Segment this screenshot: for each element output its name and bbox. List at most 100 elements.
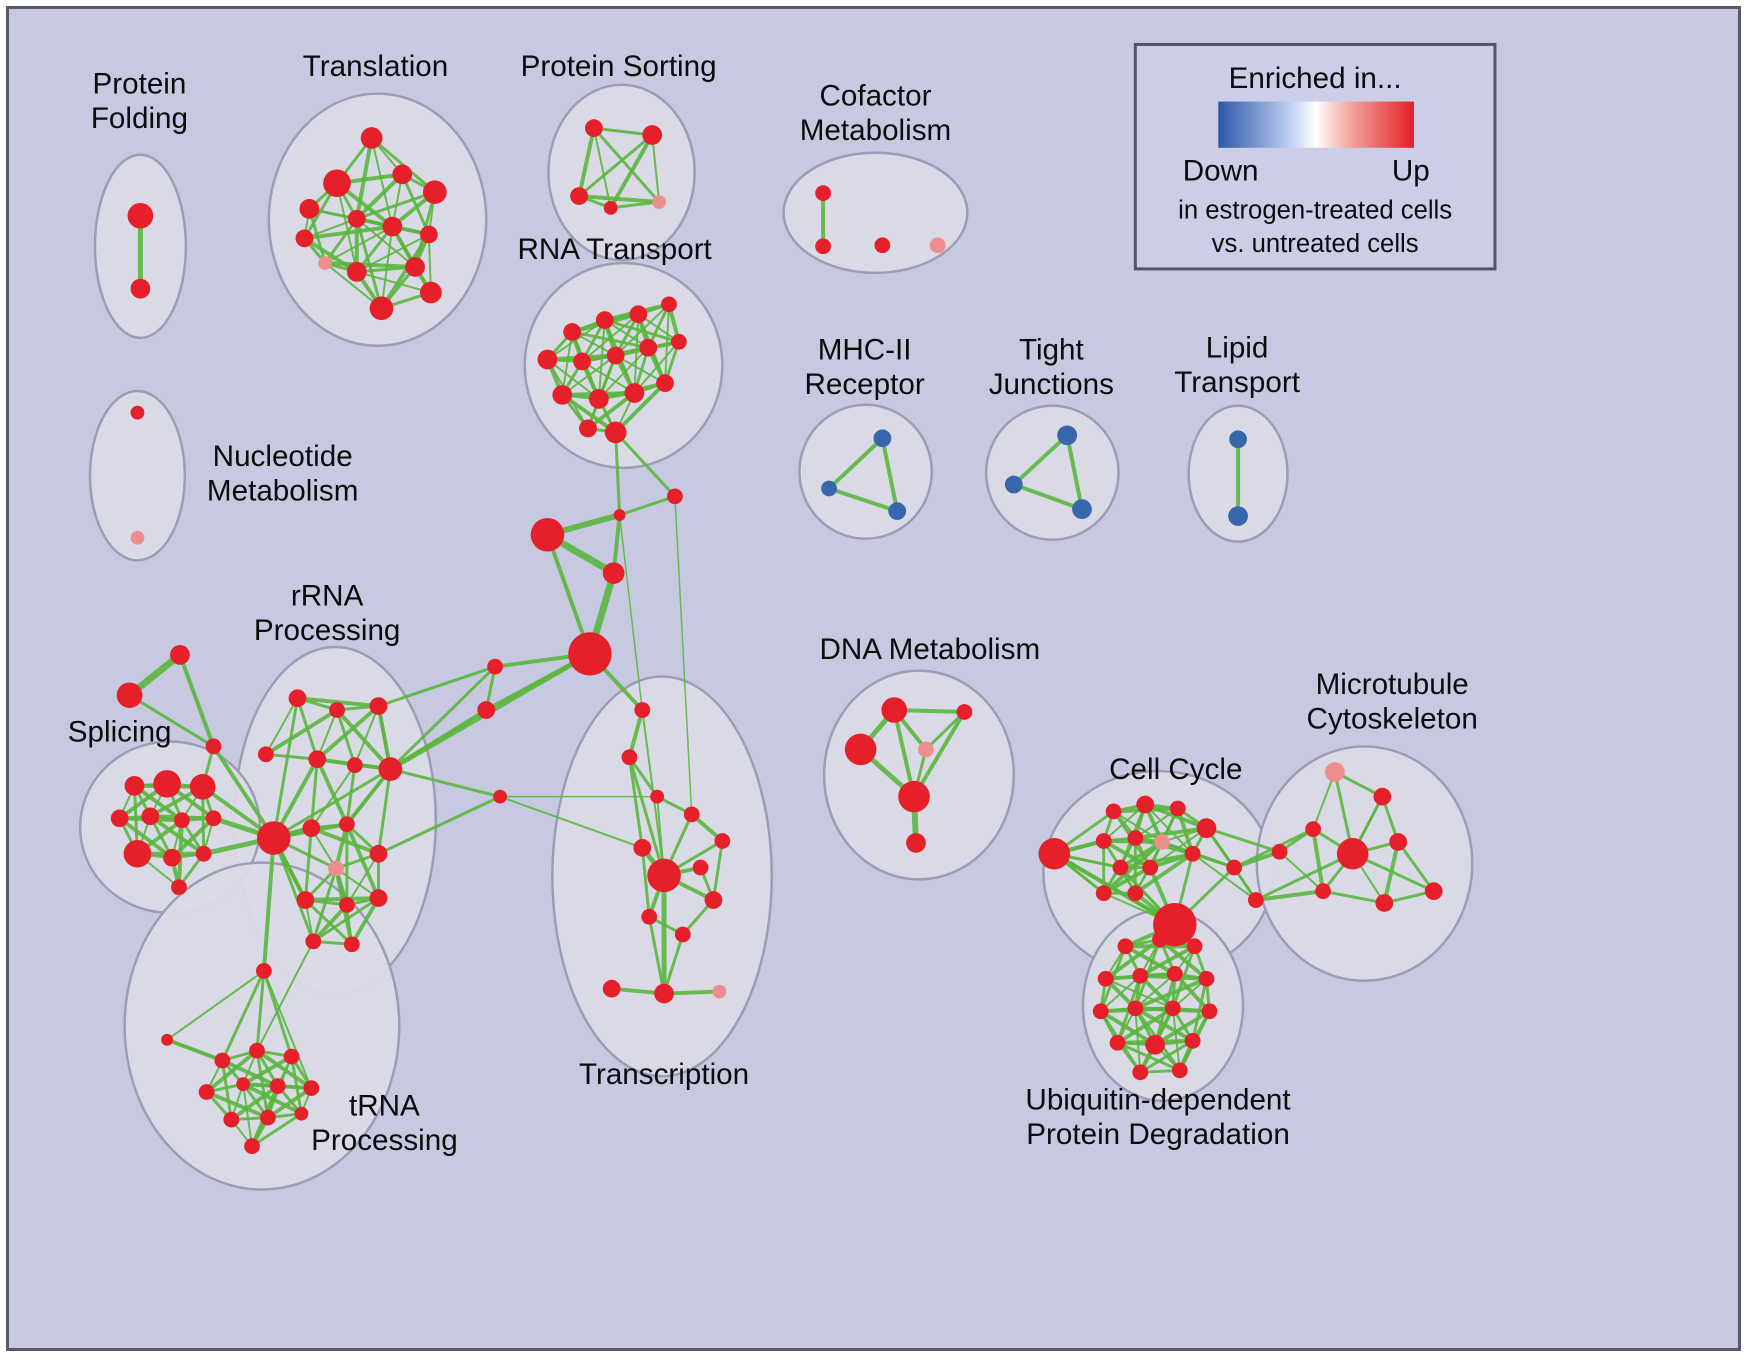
gene-set-node (163, 848, 181, 867)
gene-set-node (570, 187, 588, 205)
cluster-label-lipid-transport: Transport (1174, 366, 1300, 399)
gene-set-node (656, 374, 674, 392)
gene-set-node (493, 789, 507, 804)
gene-set-node (130, 405, 145, 420)
enrichment-edge (1134, 807, 1179, 839)
gene-set-node (595, 311, 614, 329)
gene-set-node (1132, 967, 1149, 984)
gene-set-node (1424, 882, 1443, 901)
gene-set-node (1196, 818, 1217, 838)
gene-set-node (639, 338, 658, 357)
enrichment-edge (597, 319, 606, 400)
enrichment-edge (250, 1112, 303, 1148)
enrichment-edge (1382, 839, 1401, 905)
gene-set-node (1095, 885, 1112, 902)
enrichment-edge (255, 1048, 314, 1091)
enrichment-edge (170, 816, 216, 860)
gene-set-node (917, 741, 934, 758)
gene-set-node (602, 979, 621, 998)
enrichment-edge (560, 392, 618, 435)
enrichment-edge (220, 1058, 280, 1089)
gene-set-node (477, 701, 496, 719)
gene-set-node (338, 816, 355, 833)
gene-set-node (392, 164, 413, 185)
gene-set-node (667, 488, 683, 505)
gene-set-node (844, 733, 877, 766)
enrichment-edge (1153, 1009, 1212, 1047)
enrichment-edge (311, 902, 349, 944)
enrichment-edge (117, 816, 174, 860)
gene-set-node (621, 749, 638, 766)
gene-set-node (641, 908, 658, 925)
gene-set-node (420, 225, 438, 244)
gene-set-node (360, 127, 383, 149)
legend-box (1133, 42, 1497, 271)
gene-set-node (563, 323, 582, 341)
gene-set-node (259, 1109, 276, 1126)
gene-set-node (714, 833, 731, 849)
gene-set-node (422, 180, 447, 204)
enrichment-edge (263, 708, 339, 757)
gene-set-node (295, 229, 314, 248)
enrichment-edge (377, 767, 392, 856)
gene-set-node (141, 807, 160, 826)
gene-set-node (712, 984, 727, 999)
enrichment-edge (309, 826, 381, 856)
enrichment-edge (618, 514, 644, 711)
enrichment-edge (1011, 433, 1070, 487)
enrichment-edge (1253, 889, 1326, 902)
cluster-label-mhc-ii-receptor: Receptor (804, 368, 924, 401)
gene-set-node (343, 936, 360, 953)
enrichment-edge (377, 665, 497, 708)
gene-set-node (299, 199, 320, 219)
enrichment-edge (647, 915, 666, 996)
gene-set-node (821, 480, 837, 497)
cluster-label-trna-processing: Processing (311, 1124, 458, 1157)
enrichment-edge (662, 933, 685, 996)
gene-set-node (1201, 1003, 1218, 1020)
enrichment-edge (627, 755, 666, 877)
gene-set-node (634, 702, 651, 718)
enrichment-edge (353, 705, 380, 767)
gene-set-node (369, 697, 388, 715)
gene-set-node (654, 983, 674, 1004)
gene-set-node (815, 238, 832, 255)
legend: Enriched in... Down Up in estrogen-treat… (1133, 42, 1497, 271)
cluster-label-splicing: Splicing (68, 716, 172, 749)
enrichment-edge (272, 696, 299, 840)
gene-set-node (308, 750, 327, 769)
gene-set-node (906, 833, 926, 853)
gene-set-node (1127, 830, 1144, 846)
enrichment-edge (1312, 771, 1336, 831)
gene-set-node (1095, 833, 1112, 849)
gene-set-node (130, 278, 151, 299)
gene-set-node (1038, 837, 1071, 870)
enrichment-edge (229, 1084, 280, 1122)
enrichment-edge (262, 969, 294, 1059)
gene-set-node (1145, 1034, 1165, 1055)
gene-set-node (1117, 938, 1134, 955)
gene-set-node (257, 746, 274, 763)
gene-set-node (579, 419, 597, 438)
gene-set-node (198, 1084, 215, 1100)
legend-caption-line1: in estrogen-treated cells (1178, 197, 1452, 225)
gene-set-node (956, 704, 973, 720)
gene-set-node (173, 812, 190, 829)
gene-set-node (602, 562, 625, 584)
enrichment-edge (1254, 852, 1355, 902)
gene-set-node (205, 810, 222, 827)
gene-set-node (606, 346, 625, 365)
gene-set-node (1198, 970, 1215, 987)
gene-set-node (256, 963, 272, 979)
gene-set-node (256, 821, 291, 855)
gene-set-node (650, 789, 665, 804)
enrichment-edge (204, 1048, 259, 1094)
enrichment-edge (1321, 889, 1386, 905)
gene-set-node (1169, 800, 1186, 817)
gene-set-node (613, 509, 626, 521)
enrichment-edge (302, 236, 359, 274)
gene-set-node (420, 281, 442, 304)
enrichment-edge (674, 495, 693, 816)
enrichment-edge (912, 710, 967, 799)
